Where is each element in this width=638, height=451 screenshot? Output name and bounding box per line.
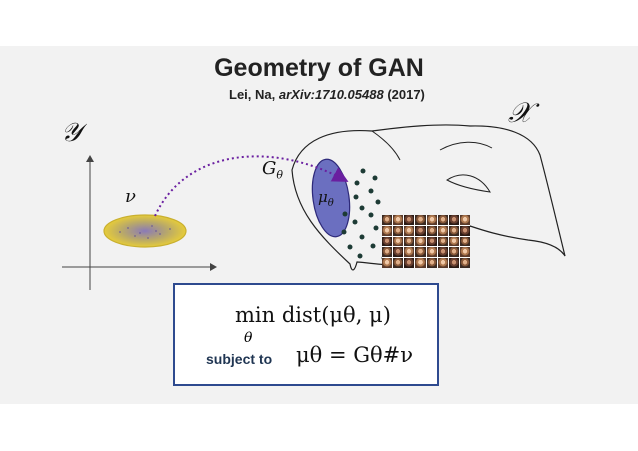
generator-subscript: θ xyxy=(276,168,284,182)
citation-authors: Lei, Na, xyxy=(229,87,276,102)
citation: Lei, Na, arXiv:1710.05488 (2017) xyxy=(229,87,425,102)
generator-symbol: G xyxy=(262,158,277,179)
constraint-formula: μθ = Gθ#ν xyxy=(296,343,414,367)
manifold-fold-1 xyxy=(371,130,401,161)
face-thumbnail xyxy=(437,236,448,247)
objective-formula: min dist(μθ, μ) xyxy=(235,303,391,327)
objective-box: min dist(μθ, μ) θ subject to μθ = Gθ#ν xyxy=(173,283,439,386)
face-thumbnail xyxy=(393,236,404,247)
face-thumbnail xyxy=(426,225,437,236)
generator-label: Gθ xyxy=(262,158,283,182)
face-thumbnail xyxy=(448,258,459,268)
latent-y-axis-arrow xyxy=(86,155,94,162)
face-thumbnail xyxy=(426,258,437,268)
constraint-label: subject to xyxy=(206,351,273,367)
prior-label: ν xyxy=(125,186,136,207)
face-thumbnail xyxy=(382,247,393,258)
face-thumbnail xyxy=(415,247,426,258)
face-thumbnail xyxy=(393,225,404,236)
face-thumbnail xyxy=(404,258,415,268)
face-thumbnail xyxy=(459,215,470,225)
min-subscript: θ xyxy=(244,330,253,346)
citation-arxiv: arXiv:1710.05488 xyxy=(278,87,384,102)
face-thumbnail xyxy=(448,236,459,247)
latent-x-axis-arrow xyxy=(210,263,217,271)
face-thumbnail xyxy=(382,258,393,268)
face-thumbnail xyxy=(448,215,459,225)
citation-year: (2017) xyxy=(387,87,425,102)
face-thumbnail xyxy=(437,225,448,236)
manifold-fold-2 xyxy=(446,174,491,193)
face-thumbnail xyxy=(426,215,437,225)
face-thumbnail xyxy=(415,225,426,236)
face-thumbnail xyxy=(426,236,437,247)
measure-subscript: θ xyxy=(327,198,334,209)
latent-space-label: 𝒴 xyxy=(61,118,82,148)
generated-measure-label: μθ xyxy=(318,188,334,209)
data-manifold-outline xyxy=(291,124,566,271)
face-thumbnail xyxy=(448,225,459,236)
face-thumbnail xyxy=(404,236,415,247)
face-thumbnail xyxy=(459,236,470,247)
face-thumbnail xyxy=(404,225,415,236)
face-thumbnail xyxy=(382,215,393,225)
measure-symbol: μ xyxy=(318,188,328,206)
face-thumbnail xyxy=(404,247,415,258)
slide-title: Geometry of GAN xyxy=(214,54,424,82)
face-thumbnail xyxy=(437,258,448,268)
manifold-fold-3 xyxy=(439,141,493,151)
face-thumbnail xyxy=(393,247,404,258)
face-thumbnail xyxy=(393,215,404,225)
face-image-grid xyxy=(382,215,470,268)
face-thumbnail xyxy=(426,247,437,258)
face-thumbnail xyxy=(404,215,415,225)
face-thumbnail xyxy=(382,225,393,236)
face-thumbnail xyxy=(382,236,393,247)
face-thumbnail xyxy=(459,225,470,236)
face-thumbnail xyxy=(437,247,448,258)
face-thumbnail xyxy=(415,258,426,268)
data-space-label: 𝒳 xyxy=(508,96,533,129)
generator-arrow xyxy=(154,155,349,217)
min-operator: min xyxy=(235,303,276,327)
face-thumbnail xyxy=(415,236,426,247)
face-thumbnail xyxy=(459,247,470,258)
face-thumbnail xyxy=(437,215,448,225)
objective-expression: dist(μθ, μ) xyxy=(281,303,391,327)
prior-noise-speckle xyxy=(119,225,171,239)
face-thumbnail xyxy=(415,215,426,225)
face-thumbnail xyxy=(448,247,459,258)
face-thumbnail xyxy=(393,258,404,268)
face-thumbnail xyxy=(459,258,470,268)
prior-distribution-ellipse xyxy=(103,214,187,248)
